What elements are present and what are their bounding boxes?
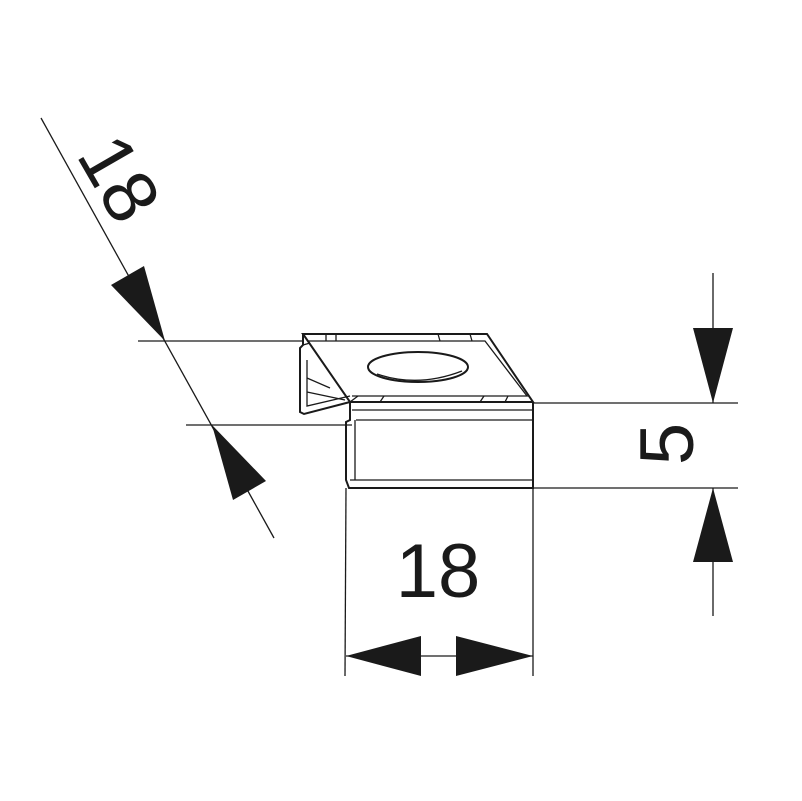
front-face-outline [345,402,534,489]
plate-notch-right-front [479,395,509,403]
plate-notch-left-back [325,334,337,341]
height-arrow-bottom [693,488,733,562]
left-clip-outline [299,334,351,416]
left-clip-inner-2 [306,377,346,401]
height-dimension: 5 [625,273,733,616]
width-arrow-right [456,636,533,676]
plate-notch-right-back [437,333,473,342]
extension-lines [138,340,738,677]
ext-line-width-left [344,487,347,677]
diag-arrow-upper [111,266,165,341]
cage-nut-part [299,333,535,489]
diagonal-dimension: 18 [40,117,275,539]
height-arrow-top [693,328,733,403]
left-clip-inner-1 [306,360,351,407]
threaded-hole-inner [376,370,463,381]
threaded-hole [367,351,469,383]
width-dimension: 18 [346,529,533,676]
height-dim-label: 5 [625,423,710,465]
width-dim-label: 18 [396,529,481,614]
left-clip-inner-3 [302,342,311,346]
plate-notch-left-front [349,395,385,403]
top-plate-outline [301,333,535,403]
top-plate-inner-edge [308,340,529,397]
width-arrow-left [346,636,421,676]
diag-arrow-lower [212,425,266,500]
diag-dim-label: 18 [61,121,177,237]
